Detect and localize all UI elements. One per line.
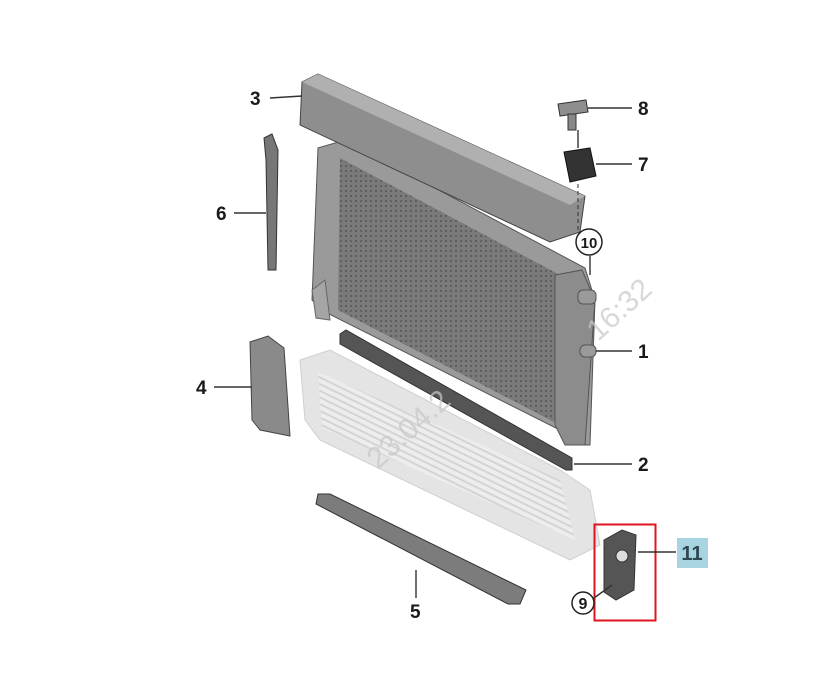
callout-7[interactable]: 7 (638, 155, 649, 176)
callout-1[interactable]: 1 (638, 342, 649, 363)
radiator-part-1[interactable] (311, 139, 597, 446)
svg-text:9: 9 (579, 596, 588, 613)
selection-box (593, 523, 657, 622)
intercooler (299, 349, 601, 561)
callout-10[interactable]: 10 (575, 228, 603, 256)
seal-strip-part-2[interactable] (339, 329, 573, 471)
callout-5[interactable]: 5 (410, 602, 421, 623)
mount-part-8[interactable] (557, 99, 589, 131)
svg-text:10: 10 (581, 235, 598, 252)
bracket-part-11[interactable] (603, 529, 637, 601)
callout-3[interactable]: 3 (250, 89, 261, 110)
callout-6[interactable]: 6 (216, 204, 227, 225)
callout-2[interactable]: 2 (638, 455, 649, 476)
lower-bracket-part-5[interactable] (315, 493, 527, 605)
rubber-mount-part-7[interactable] (563, 147, 597, 183)
callout-11-highlighted[interactable]: 11 (677, 538, 708, 568)
callout-4[interactable]: 4 (196, 378, 207, 399)
svg-text:11: 11 (681, 543, 702, 565)
air-duct-part-4[interactable] (249, 335, 291, 437)
side-bracket-part-6[interactable] (263, 133, 279, 271)
callout-9[interactable]: 9 (571, 591, 595, 615)
callout-8[interactable]: 8 (638, 99, 649, 120)
